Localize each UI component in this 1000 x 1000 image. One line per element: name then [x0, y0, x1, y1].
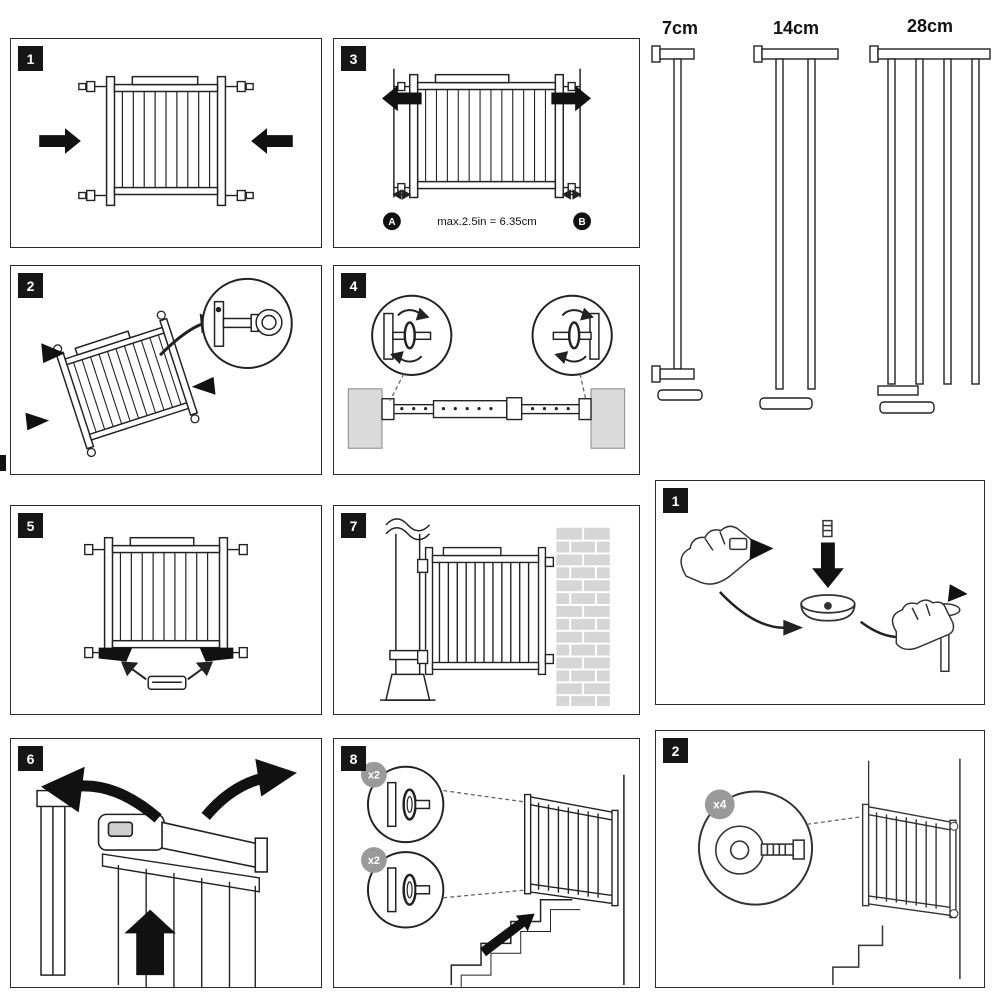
gap-double-arrows [392, 189, 582, 200]
step-number-badge: 4 [341, 273, 366, 298]
press-arrow-left-icon [39, 128, 81, 154]
cap-arrow-icon [749, 538, 774, 561]
cap-install-illustration [680, 519, 968, 673]
extension-bars-illustration [651, 45, 991, 414]
extension-bars-area [648, 14, 993, 414]
gate-front [416, 546, 555, 676]
adjust-knob-right-detail [531, 294, 613, 376]
qty-x2-badge-bottom [361, 847, 387, 873]
extension-14cm-label: 14cm [772, 18, 820, 38]
extension-28cm-label: 28cm [906, 16, 954, 36]
gate-width-adjust-illustration: A B max.2.5in = 6.35cm [382, 68, 591, 231]
step-panel-8: 8 x2 x2 [333, 738, 640, 988]
stairs [450, 898, 581, 987]
step-panel-2: 2 [10, 265, 322, 475]
extend-arrow-left-icon [382, 85, 422, 112]
screw-washer-detail [715, 825, 805, 875]
latch-handle [97, 813, 268, 873]
floor-wedge-illustration [84, 536, 248, 690]
mounting-cup [800, 594, 856, 622]
spacer-detail-bottom: x2 [361, 847, 445, 929]
hand-screwing-cap [891, 599, 961, 673]
extension-7cm [651, 45, 703, 401]
step-panel-3: 3 [333, 38, 640, 248]
gate-top-view [381, 397, 592, 421]
step-number-badge: 5 [18, 513, 43, 538]
tilt-arrow-bottom-left-icon [25, 412, 50, 431]
step-number-badge: 7 [341, 513, 366, 538]
qty-x4-badge [704, 789, 735, 820]
tilt-arrow-top-left-icon [41, 343, 65, 364]
gate-tilt-position-illustration [25, 277, 293, 458]
stairs [832, 925, 884, 986]
step-number-badge: 1 [18, 46, 43, 71]
marker-a: A [382, 212, 401, 231]
step-number-badge: 8 [341, 746, 366, 771]
qty-x2-label-bottom: x2 [368, 855, 380, 867]
marker-a-label: A [388, 217, 395, 228]
extension-14cm [753, 45, 839, 410]
qty-x2-label-top: x2 [368, 770, 380, 782]
extension-7cm-label: 7cm [661, 18, 699, 38]
wall-left [347, 388, 383, 449]
insert-arrow-down-icon [812, 542, 844, 589]
step-panel-7: 7 [333, 505, 640, 715]
max-gap-caption: max.2.5in = 6.35cm [437, 216, 537, 228]
wedge-left [98, 647, 133, 662]
step-panel-4: 4 [333, 265, 640, 475]
step-panel-1: 1 [10, 38, 322, 248]
step-number-badge: 6 [18, 746, 43, 771]
pressure-spindles [78, 80, 254, 202]
rotate-arrow-left-icon [72, 780, 162, 823]
press-arrow-right-icon [251, 128, 293, 154]
step-panel-6: 6 [10, 738, 322, 988]
wall-fix-illustration: x4 [697, 758, 961, 986]
hand-holding-cap [680, 525, 759, 585]
adjust-knob-left-detail [371, 294, 453, 376]
qty-x4-label: x4 [713, 797, 727, 811]
extend-arrow-right-icon [551, 85, 591, 112]
qty-x2-badge-top [361, 761, 387, 788]
lift-arrow-up-icon [124, 909, 176, 976]
step-number-badge: 3 [341, 46, 366, 71]
marker-b-label: B [579, 217, 586, 228]
push-arrow-icon [480, 913, 535, 957]
step-number-badge: 2 [663, 738, 688, 763]
extension-28cm [869, 45, 991, 414]
extension-step-panel-2: 2 x4 [655, 730, 985, 988]
screw-arrow-icon [947, 584, 968, 602]
step-number-badge: 1 [663, 488, 688, 513]
zoom-curved-arrow [159, 322, 205, 357]
handle-open-illustration [36, 758, 297, 987]
marker-b: B [573, 212, 591, 231]
gate-isometric [523, 793, 619, 907]
wedge-part [147, 675, 187, 690]
spindle-tighten-illustration [347, 294, 626, 449]
wall-right [590, 388, 626, 449]
gate-isometric [861, 803, 957, 919]
spacer-detail-top: x2 [361, 761, 445, 844]
page-edge-mark [0, 455, 6, 471]
spindle-magnifier-detail [201, 277, 293, 370]
gate-pressure-fit-illustration [39, 75, 293, 207]
stair-spacer-illustration: x2 x2 [361, 761, 625, 987]
banister-brick-wall-illustration [380, 518, 610, 707]
tilt-arrow-right-icon [191, 376, 216, 395]
extension-step-panel-1: 1 [655, 480, 985, 705]
threaded-stud [822, 519, 833, 538]
step-panel-5: 5 [10, 505, 322, 715]
step-number-badge: 2 [18, 273, 43, 298]
banister-post [380, 518, 436, 701]
wedge-right [199, 647, 234, 662]
brick-wall [556, 527, 610, 707]
